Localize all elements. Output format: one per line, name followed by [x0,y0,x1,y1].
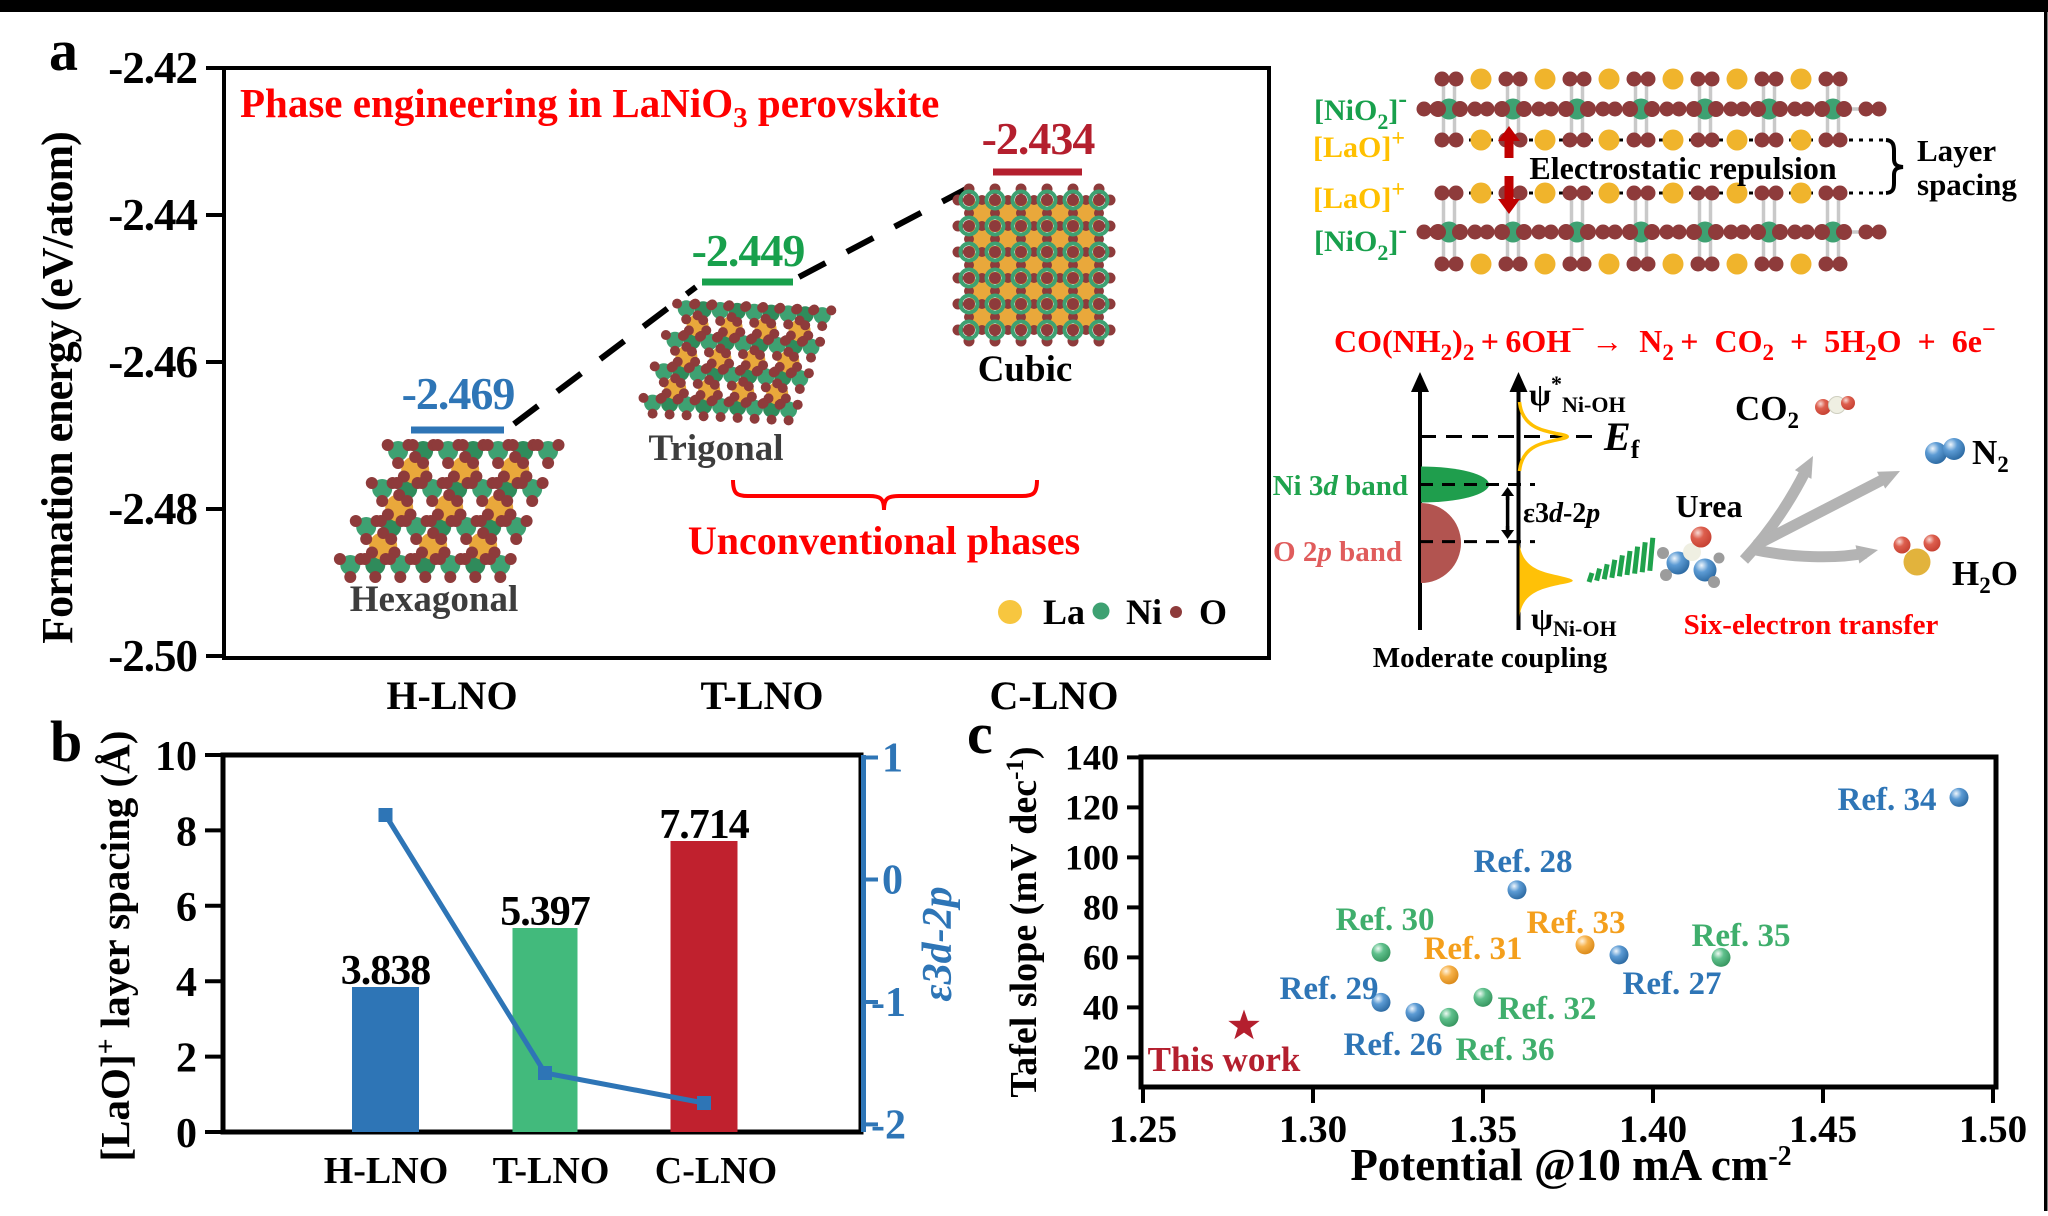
svg-text:6: 6 [176,885,197,931]
svg-text:T-LNO: T-LNO [700,673,823,718]
svg-text:Formation energy (eV/atom): Formation energy (eV/atom) [33,132,82,644]
svg-text:3.838: 3.838 [341,948,431,994]
svg-text:Ni 3d band: Ni 3d band [1273,470,1408,502]
svg-text:5.397: 5.397 [500,889,590,935]
svg-text:Tafel slope (mV dec-1): Tafel slope (mV dec-1) [1002,746,1045,1097]
svg-text:1.35: 1.35 [1449,1108,1517,1151]
svg-text:N2: N2 [1972,433,2009,477]
svg-text:O 2p band: O 2p band [1273,536,1402,568]
svg-text:Phase engineering in LaNiO3 pe: Phase engineering in LaNiO3 perovskite [240,80,939,134]
svg-text:1.50: 1.50 [1959,1108,2027,1151]
svg-text:-2: -2 [871,1102,906,1148]
svg-text:0: 0 [176,1111,197,1157]
svg-text:Moderate coupling: Moderate coupling [1373,642,1608,674]
svg-text:-1: -1 [871,980,906,1026]
svg-text:T-LNO: T-LNO [493,1150,610,1192]
svg-text:Ni: Ni [1126,592,1162,632]
svg-text:7.714: 7.714 [659,802,750,848]
svg-text:H-LNO: H-LNO [324,1150,449,1192]
svg-text:C-LNO: C-LNO [990,673,1119,718]
svg-text:-2.50: -2.50 [108,631,197,681]
svg-text:This work: This work [1148,1040,1301,1079]
svg-text:2: 2 [176,1036,197,1082]
svg-text:Ef: Ef [1603,414,1640,464]
svg-text:b: b [50,709,82,774]
svg-text:Hexagonal: Hexagonal [350,579,519,620]
svg-text:1.40: 1.40 [1619,1108,1687,1151]
svg-text:Urea: Urea [1676,488,1743,524]
svg-text:Ref. 36: Ref. 36 [1456,1032,1555,1068]
svg-text:Ref. 33: Ref. 33 [1527,905,1626,941]
svg-text:Layer: Layer [1917,133,1996,168]
svg-text:Six-electron transfer: Six-electron transfer [1684,609,1939,641]
svg-text:[LaO]+​: [LaO]+​ [1313,177,1405,215]
svg-text:Ref. 31: Ref. 31 [1424,931,1523,967]
svg-text:Cubic: Cubic [978,349,1073,390]
svg-text:60: 60 [1083,937,1119,977]
svg-text:4: 4 [176,960,197,1006]
svg-text:La: La [1043,592,1085,632]
svg-text:8: 8 [176,809,197,855]
svg-text:Ref. 34: Ref. 34 [1838,782,1937,818]
svg-text:Unconventional phases: Unconventional phases [688,518,1080,563]
svg-text:-2.46: -2.46 [108,337,197,387]
svg-text:-2.42: -2.42 [108,43,197,93]
svg-text:H-LNO: H-LNO [386,673,517,718]
svg-text:120: 120 [1065,787,1119,827]
svg-text:c: c [967,701,993,766]
svg-text:1.30: 1.30 [1279,1108,1347,1151]
svg-text:20: 20 [1083,1037,1119,1077]
svg-text:-2.434: -2.434 [982,113,1096,164]
svg-text:spacing: spacing [1917,167,2017,202]
svg-text:140: 140 [1065,737,1119,777]
svg-text:80: 80 [1083,887,1119,927]
svg-text:a: a [49,18,78,83]
svg-text:100: 100 [1065,837,1119,877]
svg-text:0: 0 [882,858,903,904]
svg-text:[LaO]+ layer spacing (Å): [LaO]+ layer spacing (Å) [91,731,138,1162]
svg-text:-2.469: -2.469 [402,368,515,419]
svg-text:O: O [1199,592,1227,632]
svg-text:40: 40 [1083,987,1119,1027]
svg-text:Ref. 26: Ref. 26 [1344,1027,1443,1063]
svg-text:-2.449: -2.449 [692,225,805,276]
svg-text:[LaO]+​: [LaO]+​ [1313,126,1405,164]
svg-text:ε3d-2p: ε3d-2p [1523,498,1600,529]
svg-text:H2O: H2O [1952,554,2018,598]
svg-text:ε3d-2p: ε3d-2p [915,886,961,1001]
svg-text:1.45: 1.45 [1789,1108,1857,1151]
svg-text:-2.48: -2.48 [108,484,197,534]
svg-text:Ref. 35: Ref. 35 [1692,918,1791,954]
svg-text:Ref. 27: Ref. 27 [1623,966,1722,1002]
svg-text:Ref. 29: Ref. 29 [1280,971,1379,1007]
svg-text:Ref. 28: Ref. 28 [1474,844,1573,880]
svg-text:1: 1 [882,736,903,782]
svg-text:Ref. 32: Ref. 32 [1498,991,1597,1027]
svg-text:1.25: 1.25 [1109,1108,1177,1151]
svg-text:Ref. 30: Ref. 30 [1336,902,1435,938]
svg-text:Electrostatic repulsion: Electrostatic repulsion [1529,150,1836,186]
svg-text:-2.44: -2.44 [108,190,197,240]
svg-text:C-LNO: C-LNO [655,1150,777,1192]
svg-text:10: 10 [155,734,197,780]
svg-text:Potential @10 mA cm-2: Potential @10 mA cm-2 [1350,1140,1791,1190]
svg-text:Trigonal: Trigonal [649,428,784,469]
